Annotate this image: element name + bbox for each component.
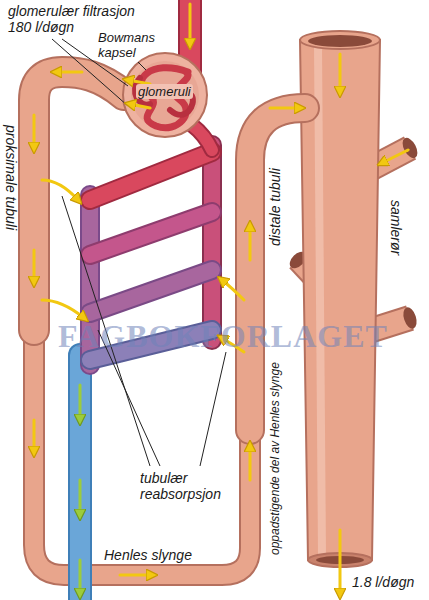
blood-vessels-part bbox=[90, 152, 212, 200]
process-label: tubulær reabsorpsjon bbox=[140, 470, 240, 502]
flow-arrows-part bbox=[33, 250, 36, 282]
part-label: distale tubuli bbox=[267, 168, 283, 246]
leader-lines-part bbox=[200, 352, 226, 466]
flow-arrows-part bbox=[249, 226, 252, 260]
blood-flow-arrows-part bbox=[79, 385, 82, 420]
bowman-capsule-part bbox=[123, 53, 207, 137]
blood-vessels-part bbox=[68, 355, 92, 600]
flow-arrows-part bbox=[339, 530, 342, 594]
flow-arrows-part bbox=[56, 71, 82, 74]
bowman-capsule-part bbox=[135, 78, 193, 115]
blood-vessels-part bbox=[90, 212, 212, 255]
flow-arrows-part bbox=[120, 574, 152, 577]
flow-arrows-part bbox=[189, 4, 192, 44]
flow-arrows-part bbox=[42, 300, 84, 318]
flow-arrows-part bbox=[222, 280, 244, 300]
part-label: oppadstigende del av Henles slynge bbox=[268, 362, 282, 555]
blood-vessels-part bbox=[70, 355, 90, 600]
part-label: samlerør bbox=[388, 200, 404, 255]
part-label: glomeruli bbox=[136, 84, 193, 99]
bowman-capsule bbox=[123, 53, 207, 137]
flow-arrows-part bbox=[270, 107, 300, 110]
collecting-duct-part bbox=[400, 135, 421, 160]
volume-label: 1.8 l/døgn bbox=[352, 574, 414, 590]
collecting-duct-part bbox=[300, 31, 380, 49]
collecting-duct-part bbox=[308, 35, 372, 47]
flow-arrows-part bbox=[33, 420, 36, 452]
part-label: Bowmans kapsel bbox=[98, 30, 168, 60]
blood-vessels-part bbox=[90, 152, 212, 200]
flow-arrows-part bbox=[33, 115, 36, 148]
leader-lines-part bbox=[138, 62, 146, 70]
renal-tubule-part bbox=[34, 320, 250, 575]
blood-vessels-part bbox=[90, 270, 212, 313]
blood-flow-arrows-part bbox=[79, 480, 82, 515]
flow-arrows bbox=[34, 4, 408, 594]
blood-vessels-part bbox=[202, 145, 222, 340]
blood-vessels-part bbox=[204, 145, 220, 340]
flow-arrows-part bbox=[249, 446, 252, 480]
collecting-duct-part bbox=[318, 45, 322, 555]
blood-flow-arrows bbox=[79, 385, 82, 594]
flow-arrows-part bbox=[42, 180, 78, 200]
blood-vessels-part bbox=[192, 125, 212, 150]
renal-tubule-part bbox=[34, 320, 250, 575]
blood-vessels-part bbox=[90, 270, 212, 313]
flow-arrows-part bbox=[339, 54, 342, 92]
flow-arrows-part bbox=[382, 150, 408, 163]
flow-arrows-part bbox=[130, 104, 150, 108]
watermark: FAGBOKFORLAGET bbox=[58, 318, 388, 354]
blood-vessels bbox=[80, 0, 212, 600]
blood-flow-arrows-part bbox=[79, 560, 82, 594]
blood-vessels-part bbox=[192, 125, 212, 150]
part-label: proksimale tubuli bbox=[3, 125, 19, 230]
blood-vessels-part bbox=[90, 212, 212, 255]
leader-lines bbox=[52, 39, 226, 466]
part-label: Henles slynge bbox=[104, 547, 192, 563]
bowman-capsule-part bbox=[131, 61, 199, 129]
collecting-duct-part bbox=[401, 306, 419, 331]
